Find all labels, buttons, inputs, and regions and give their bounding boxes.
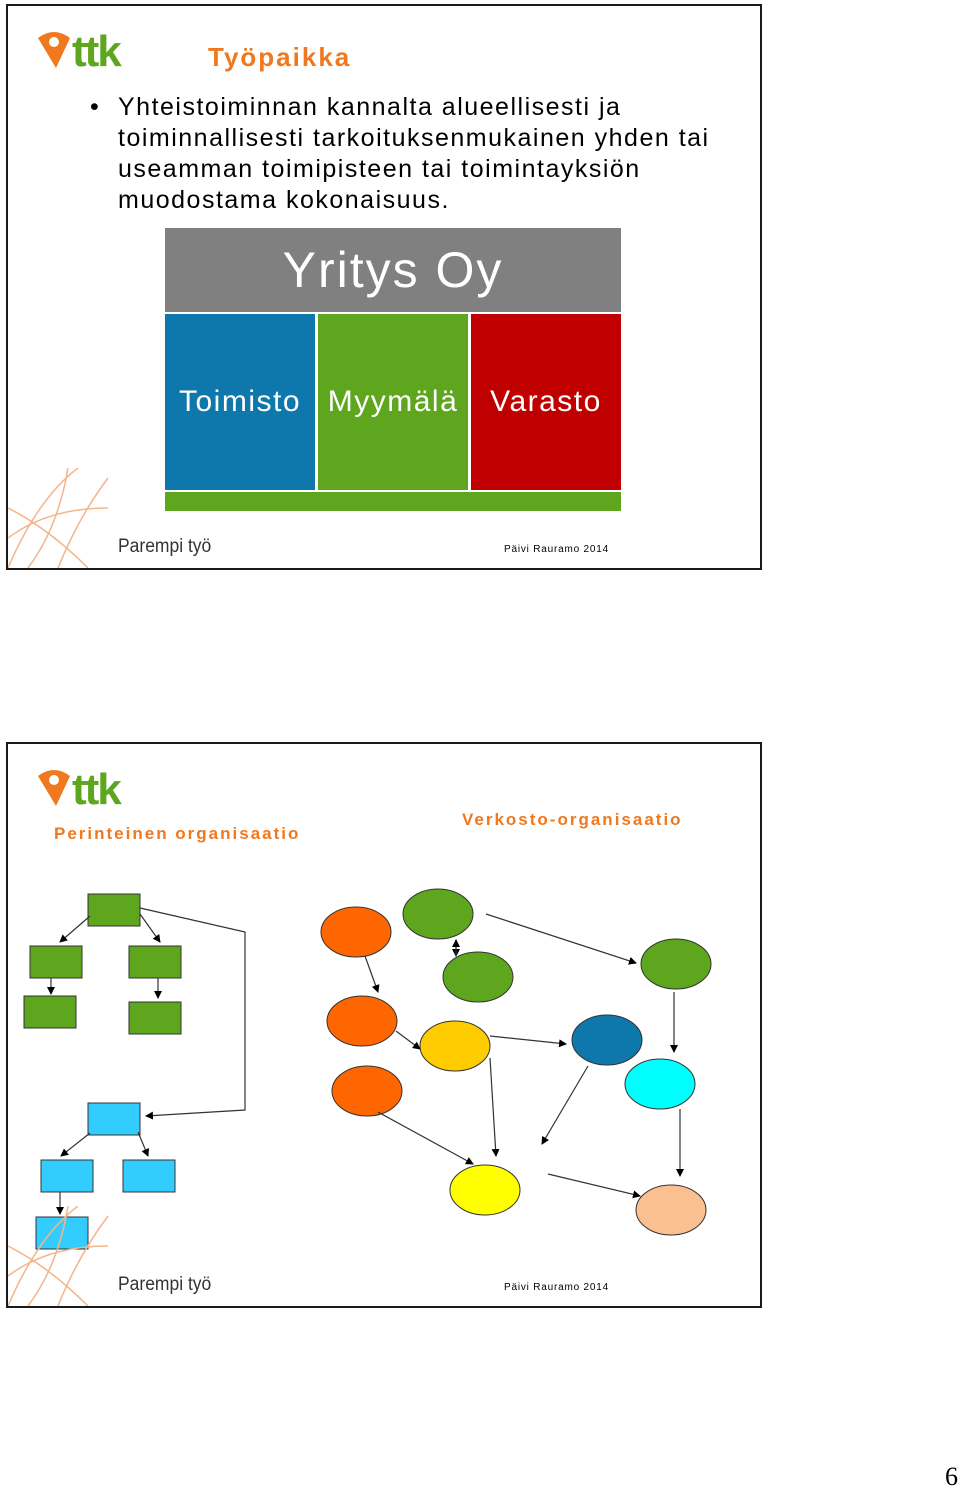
decorative-lines-icon <box>8 1206 109 1306</box>
org-unit-warehouse: Varasto <box>471 314 621 490</box>
traditional-hierarchy <box>23 893 182 1250</box>
page-number: 6 <box>945 1462 958 1491</box>
slide-organisation-types: ttk Perinteinen organisaatio Verkosto-or… <box>6 742 762 1308</box>
ttk-logo-text: ttk <box>72 28 122 72</box>
ttk-logo-text: ttk <box>72 766 122 810</box>
footer-author: Päivi Rauramo 2014 <box>504 1282 610 1293</box>
slide-workplace: ttk Työpaikka • Yhteistoiminnan kannalta… <box>6 4 762 570</box>
hierarchy-box <box>128 1001 182 1035</box>
slide-title: Työpaikka <box>208 42 352 72</box>
decorative-lines-icon <box>8 468 109 568</box>
org-unit-shop: Myymälä <box>318 314 468 490</box>
hierarchy-box <box>29 945 83 979</box>
bullet-dot-icon: • <box>90 93 101 121</box>
bullet-text: Yhteistoiminnan kannalta alueellisesti j… <box>118 93 710 214</box>
hierarchy-box <box>40 1159 94 1193</box>
ttk-logo: ttk <box>36 27 148 77</box>
label-traditional-org: Perinteinen organisaatio <box>54 824 301 843</box>
hierarchy-box <box>87 1102 141 1136</box>
ttk-logo: ttk <box>36 765 148 815</box>
organisation-diagrams <box>23 888 712 1250</box>
org-foot-bar <box>165 492 621 511</box>
network-nodes <box>320 888 712 1236</box>
bullet-paragraph: • Yhteistoiminnan kannalta alueellisesti… <box>90 92 738 216</box>
hierarchy-box <box>35 1216 89 1250</box>
org-unit-office: Toimisto <box>165 314 315 490</box>
hierarchy-box <box>87 893 141 927</box>
org-company: Yritys Oy <box>165 228 621 312</box>
label-network-org: Verkosto-organisaatio <box>462 810 683 829</box>
hierarchy-box <box>122 1159 176 1193</box>
footer-brand: Parempi työ <box>118 536 212 557</box>
org-chart: Yritys Oy Toimisto Myymälä Varasto <box>165 228 621 511</box>
hierarchy-box <box>23 995 77 1029</box>
footer-author: Päivi Rauramo 2014 <box>504 544 610 555</box>
footer-brand: Parempi työ <box>118 1274 212 1295</box>
hierarchy-box <box>128 945 182 979</box>
